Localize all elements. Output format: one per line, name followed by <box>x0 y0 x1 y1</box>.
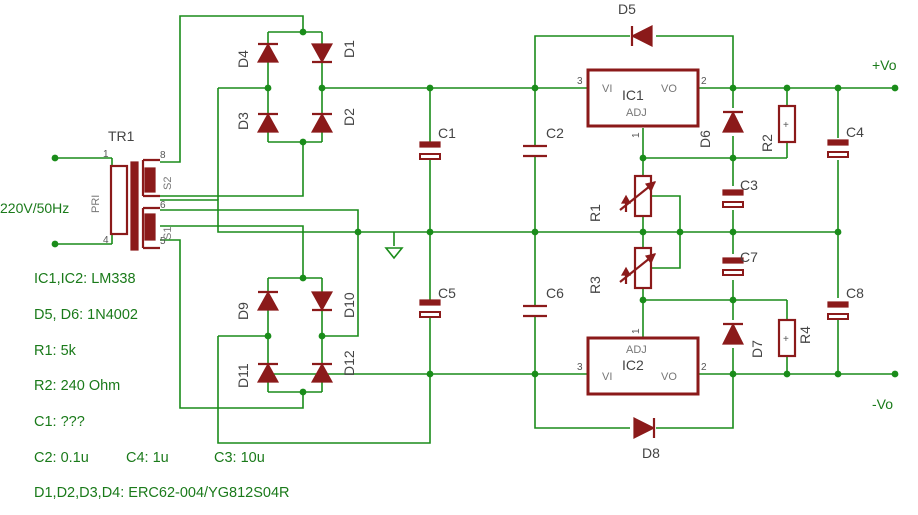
c7-label: C7 <box>740 249 758 265</box>
r4-plus: + <box>783 334 789 345</box>
component-notes: IC1,IC2: LM338 D5, D6: 1N4002 R1: 5k R2:… <box>34 271 290 501</box>
minus-vo-label: -Vo <box>872 396 893 412</box>
ground-symbol <box>384 247 404 260</box>
r3-label: R3 <box>587 276 603 294</box>
ic1-pin2: 2 <box>701 76 707 87</box>
r4-label: R4 <box>797 326 813 344</box>
ic1-vi-label: VI <box>602 83 612 95</box>
lower-bridge: D9 D10 D11 D12 <box>235 290 357 388</box>
plus-vo-label: +Vo <box>872 57 897 73</box>
note-c4: C4: 1u <box>126 450 169 466</box>
pin-5-label: 5 <box>160 236 166 247</box>
ic2-vi-label: VI <box>602 371 612 383</box>
ic1-vo-label: VO <box>661 83 677 95</box>
s1-label: S1 <box>162 227 174 240</box>
ic2-pin2: 2 <box>701 362 707 373</box>
r2-plus: + <box>783 120 789 131</box>
ic2-vo-label: VO <box>661 371 677 383</box>
ic1-adj-label: ADJ <box>626 107 647 119</box>
d3-label: D3 <box>235 112 251 130</box>
c5-label: C5 <box>438 285 456 301</box>
ac-input-label: 220V/50Hz <box>0 200 69 216</box>
ic2-regulator: IC2 VI VO ADJ 3 2 1 <box>577 328 707 396</box>
ic1-pin3: 3 <box>577 76 583 87</box>
resistors: + R2 + R4 R1 R3 <box>587 104 813 358</box>
c6-label: C6 <box>546 285 564 301</box>
note-c1: C1: ??? <box>34 414 85 430</box>
upper-bridge: D4 D1 D3 D2 <box>235 40 357 133</box>
ic1-regulator: IC1 VI VO ADJ 3 2 1 <box>577 68 707 138</box>
c1-label: C1 <box>438 125 456 141</box>
pin-1-label: 1 <box>103 149 109 160</box>
ic2-label: IC2 <box>622 357 644 373</box>
d2-label: D2 <box>341 108 357 126</box>
note-ic: IC1,IC2: LM338 <box>34 271 136 287</box>
note-d5d6: D5, D6: 1N4002 <box>34 307 138 323</box>
capacitors: C1 C5 C2 C6 C3 C7 C4 C8 <box>419 124 864 320</box>
c3-label: C3 <box>740 177 758 193</box>
c2-label: C2 <box>546 125 564 141</box>
s2-label: S2 <box>162 177 174 190</box>
note-diodes: D1,D2,D3,D4: ERC62-004/YG812S04R <box>34 485 290 501</box>
r2-label: R2 <box>759 134 775 152</box>
ic2-pin1: 1 <box>631 328 642 334</box>
ic2-pin3: 3 <box>577 362 583 373</box>
d5-label: D5 <box>618 1 636 17</box>
ic2-adj-label: ADJ <box>626 344 647 356</box>
pin-6-label: 6 <box>160 200 166 211</box>
protection-diodes: D5 D8 D6 D7 <box>618 1 765 461</box>
tr1-label: TR1 <box>108 128 135 144</box>
junction-dots <box>51 28 899 396</box>
c8-label: C8 <box>846 285 864 301</box>
d11-label: D11 <box>235 363 251 388</box>
d6-label: D6 <box>697 130 713 148</box>
d9-label: D9 <box>235 302 251 320</box>
note-r1: R1: 5k <box>34 343 77 359</box>
transformer-tr1: TR1 1 4 8 6 5 PRI S2 S1 <box>90 128 174 251</box>
d10-label: D10 <box>341 292 357 318</box>
ic1-pin1: 1 <box>631 132 642 138</box>
note-c2: C2: 0.1u <box>34 450 89 466</box>
r1-label: R1 <box>587 204 603 222</box>
pin-8-label: 8 <box>160 150 166 161</box>
d12-label: D12 <box>341 350 357 376</box>
d4-label: D4 <box>235 50 251 68</box>
pin-4-label: 4 <box>103 235 109 246</box>
d1-label: D1 <box>341 40 357 58</box>
ic1-label: IC1 <box>622 87 644 103</box>
note-c3: C3: 10u <box>214 450 265 466</box>
c4-label: C4 <box>846 124 864 140</box>
wires <box>55 15 895 444</box>
d7-label: D7 <box>749 340 765 358</box>
d8-label: D8 <box>642 445 660 461</box>
note-r2: R2: 240 Ohm <box>34 378 120 394</box>
pri-label: PRI <box>90 195 102 213</box>
